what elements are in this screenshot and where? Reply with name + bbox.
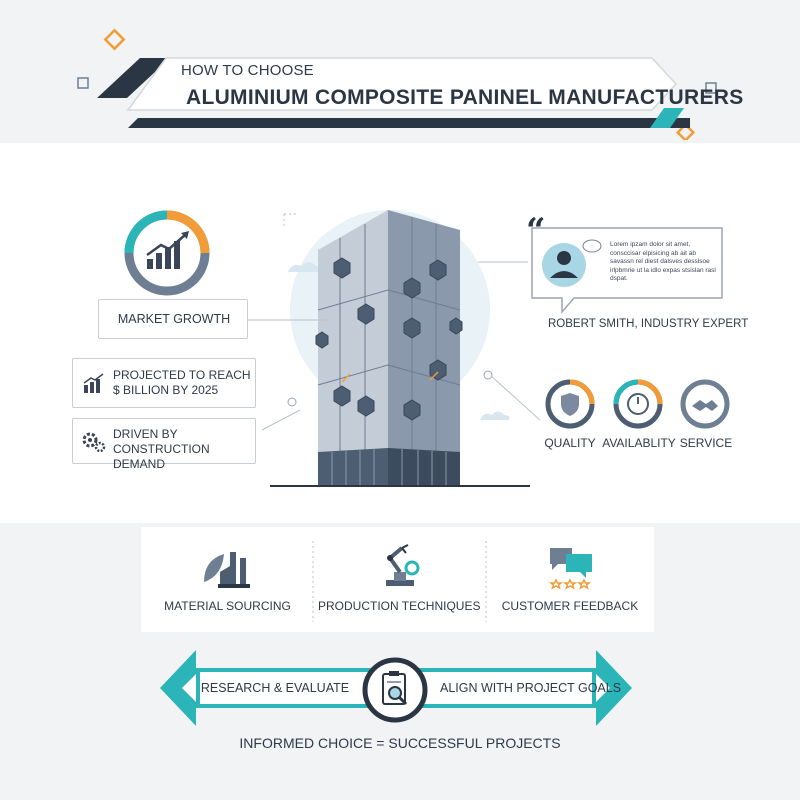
projection-box: PROJECTED TO REACH $ BILLION BY 2025	[72, 358, 256, 408]
banner-graphic	[77, 28, 717, 140]
footer-statement: INFORMED CHOICE = SUCCESSFUL PROJECTS	[239, 735, 561, 751]
projection-line1: PROJECTED TO REACH	[113, 368, 251, 382]
quote-author: ROBERT SMITH, INDUSTRY EXPERT	[548, 318, 749, 330]
criteria-label-quality: QUALITY	[544, 436, 596, 450]
factors-dividers	[312, 541, 487, 622]
building-illustration	[270, 210, 530, 487]
robot-arm-icon	[386, 544, 420, 586]
quote-bubble	[531, 227, 723, 315]
diamond-icon	[103, 28, 126, 51]
shield-icon	[545, 379, 595, 429]
gears-icon	[82, 432, 106, 453]
market-growth-label: MARKET GROWTH	[117, 312, 231, 326]
chat-stars-icon	[548, 548, 592, 590]
factor-label-production: PRODUCTION TECHNIQUES	[318, 599, 481, 613]
criteria-label-service: SERVICE	[679, 436, 733, 450]
process-left-label: RESEARCH & EVALUATE	[200, 681, 350, 695]
growth-chart-icon	[124, 210, 210, 296]
clipboard-search-icon	[362, 657, 428, 723]
clock-icon	[613, 379, 663, 429]
criteria-label-availability: AVAILABLITY	[602, 436, 676, 450]
projection-line2: $ BILLION BY 2025	[113, 383, 219, 397]
market-growth-box: MARKET GROWTH	[98, 299, 248, 339]
process-right-label: ALIGN WITH PROJECT GOALS	[440, 681, 622, 695]
page-title: ALUMINIUM COMPOSITE PANINEL MANUFACTURER…	[186, 86, 744, 109]
factor-label-feedback: CUSTOMER FEEDBACK	[501, 599, 639, 613]
quote-text: Lorem ipzam dolor sit amet, consccisar e…	[610, 241, 716, 283]
factory-leaf-icon	[204, 552, 250, 588]
title-banner: HOW TO CHOOSE ALUMINIUM COMPOSITE PANINE…	[0, 0, 800, 140]
demand-box: DRIVEN BY CONSTRUCTION DEMAND	[72, 418, 256, 471]
subtitle: HOW TO CHOOSE	[181, 62, 314, 79]
bar-chart-icon	[83, 373, 104, 393]
demand-line1: DRIVEN BY	[113, 427, 178, 441]
factor-label-material: MATERIAL SOURCING	[164, 599, 291, 613]
diamond-icon	[675, 122, 696, 140]
demand-line2: CONSTRUCTION DEMAND	[113, 442, 210, 471]
handshake-icon	[680, 379, 730, 429]
